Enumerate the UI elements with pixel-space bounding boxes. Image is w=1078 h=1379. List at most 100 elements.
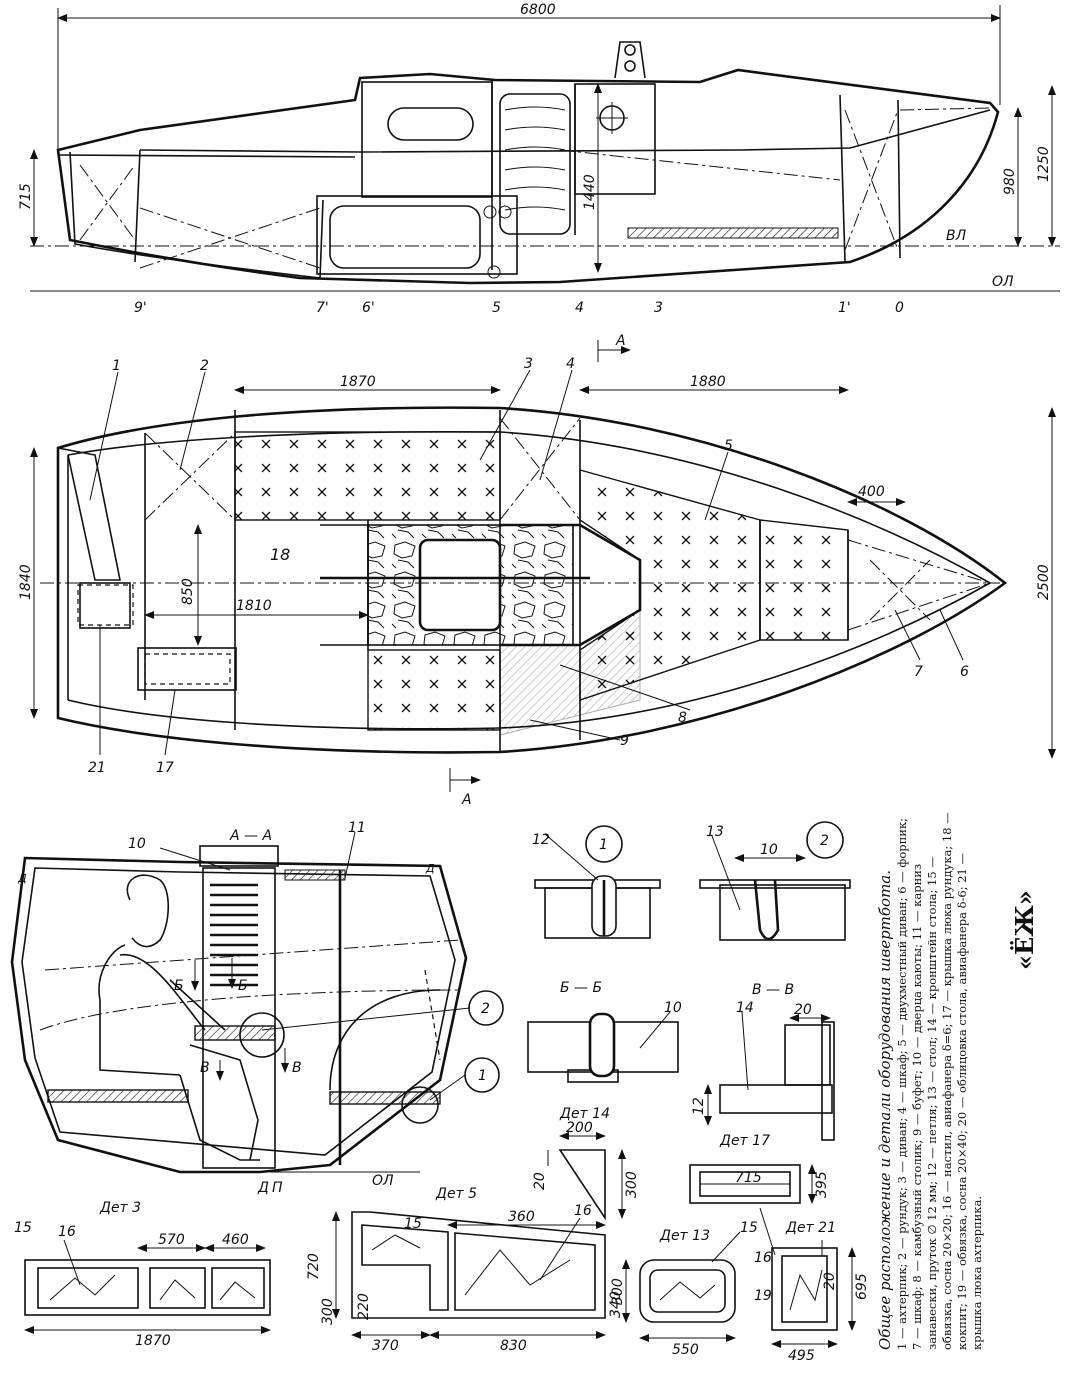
det14-d200: 200 [566, 1120, 593, 1136]
dim-1250: 1250 [1036, 146, 1052, 182]
boat-name: «ЁЖ» [1010, 890, 1039, 970]
mark-d-top: Д [17, 872, 27, 885]
mark-b-left: Б [174, 978, 184, 994]
det5-d300: 300 [320, 1298, 336, 1325]
section-view: А — А Б Б В В Д Д [10, 820, 504, 1196]
det21-n16: 16 [754, 1250, 772, 1266]
station-1: 1' [838, 300, 851, 316]
waterline-label: ВЛ [946, 228, 967, 244]
section-vv-d12: 12 [691, 1097, 707, 1115]
callout-detail-1: 1 [478, 1068, 487, 1084]
detail-1-n12: 12 [532, 832, 550, 848]
callout-2: 2 [200, 358, 209, 374]
det13-d550: 550 [672, 1342, 699, 1358]
dim-1810: 1810 [236, 598, 272, 614]
section-mark-top: А [615, 333, 626, 349]
callout-21: 21 [88, 760, 106, 776]
baseline-label: ОЛ [992, 274, 1014, 290]
callout-11: 11 [348, 820, 366, 836]
dim-2500: 2500 [1036, 564, 1052, 600]
callout-17: 17 [156, 760, 174, 776]
det5-n16: 16 [574, 1203, 592, 1219]
dim-400: 400 [858, 484, 885, 500]
dim-715: 715 [18, 183, 34, 210]
callout-3: 3 [524, 356, 533, 372]
det13-title: Дет 13 [659, 1228, 710, 1244]
caption: Общее расположение и детали оборудования… [876, 810, 985, 1350]
det14-title: Дет 14 [559, 1106, 610, 1122]
detail-2-d10: 10 [760, 842, 778, 858]
caption-title: Общее расположение и детали оборудования… [876, 869, 894, 1350]
det5-d340: 340 [608, 1291, 624, 1318]
detail-2-n13: 13 [706, 824, 724, 840]
dim-1880: 1880 [690, 374, 726, 390]
det17-title: Дет 17 [719, 1133, 770, 1149]
section-vv: В — В [752, 982, 794, 998]
dim-980: 980 [1002, 168, 1018, 195]
section-mark-bottom: А [461, 792, 472, 808]
section-bb: Б — Б [560, 980, 602, 996]
det5-title: Дет 5 [435, 1186, 477, 1202]
section-vv-d20: 20 [794, 1002, 812, 1018]
det21-d495: 495 [788, 1348, 815, 1364]
det3-n16: 16 [58, 1224, 76, 1240]
mark-p-bottom: П [272, 1180, 283, 1196]
mark-d-bottom: Д [257, 1180, 269, 1196]
section-vv-n14: 14 [736, 1000, 754, 1016]
det21-d20: 20 [822, 1272, 838, 1290]
callout-1: 1 [112, 358, 121, 374]
callout-9: 9 [620, 733, 629, 749]
det3-d460: 460 [222, 1232, 249, 1248]
station-6: 6' [362, 300, 375, 316]
station-7: 7' [316, 300, 329, 316]
cockpit-label: 18 [270, 545, 290, 564]
det13-n15: 15 [740, 1220, 758, 1236]
dim-850: 850 [180, 578, 196, 605]
det3-d1870: 1870 [135, 1333, 171, 1349]
callout-6: 6 [960, 664, 969, 680]
det3-n15: 15 [14, 1220, 32, 1236]
mark-v-right: В [292, 1060, 302, 1076]
callout-5: 5 [724, 438, 733, 454]
plan-view: А А 18 1870 1880 40 [18, 333, 1056, 808]
det5-n15: 15 [404, 1216, 422, 1232]
det17-d715: 715 [735, 1170, 762, 1186]
det5-d720: 720 [306, 1253, 322, 1280]
det13-d300: 300 [610, 1278, 626, 1305]
station-9: 9' [134, 300, 147, 316]
callout-detail-2: 2 [481, 1001, 490, 1017]
det3-title: Дет 3 [99, 1200, 141, 1216]
dim-1440: 1440 [582, 174, 598, 210]
station-3: 3 [654, 300, 663, 316]
section-bb-n10: 10 [664, 1000, 682, 1016]
detail-1-mark: 1 [599, 837, 608, 853]
dim-1870: 1870 [340, 374, 376, 390]
mark-v-left: В [200, 1060, 210, 1076]
det5-d830: 830 [500, 1338, 527, 1354]
station-labels: 9' 7' 6' 5 4 3 1' 0 [134, 300, 904, 316]
det14-d20: 20 [532, 1172, 548, 1190]
det21-n19: 19 [754, 1288, 772, 1304]
detail-2-mark: 2 [820, 833, 829, 849]
det17-d395: 395 [814, 1171, 830, 1198]
mark-d-right: Д [425, 862, 435, 875]
station-5: 5 [492, 300, 501, 316]
det5-d370: 370 [372, 1338, 399, 1354]
station-0: 0 [895, 300, 904, 316]
dim-1840: 1840 [18, 564, 34, 600]
section-baseline: ОЛ [372, 1173, 394, 1189]
section-title: А — А [229, 828, 272, 844]
side-view: 6800 ВЛ [18, 2, 1060, 316]
callout-8: 8 [678, 710, 687, 726]
station-4: 4 [575, 300, 584, 316]
det21-d695: 695 [854, 1273, 870, 1300]
caption-text: 1 — ахтерпик; 2 — рундук; 3 — диван; 4 —… [895, 812, 984, 1350]
details: 1 12 2 10 13 Б — Б 10 В — В 20 12 14 [14, 821, 870, 1364]
det14-d300: 300 [624, 1171, 640, 1198]
det5-d220: 220 [356, 1293, 372, 1320]
det5-d360: 360 [508, 1209, 535, 1225]
callout-4: 4 [566, 356, 575, 372]
det3-d570: 570 [158, 1232, 185, 1248]
length-dim: 6800 [520, 2, 556, 18]
